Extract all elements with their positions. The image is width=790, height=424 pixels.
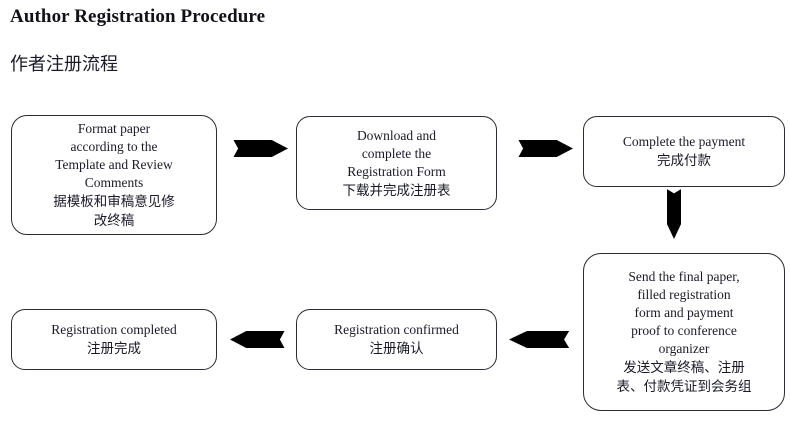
flow-node-registration-confirmed[interactable]: Registration confirmed 注册确认	[296, 309, 497, 370]
flow-node-text-en: Registration confirmed	[334, 322, 459, 337]
arrow-left-icon	[509, 331, 573, 348]
flow-node-text-en: Registration completed	[51, 322, 177, 337]
flow-node-text-zh: 注册确认	[369, 341, 424, 356]
arrow-right-icon	[515, 140, 573, 157]
flow-node-download-form[interactable]: Download and complete the Registration F…	[296, 116, 497, 210]
flow-node-text-en: Send the final paper, filled registratio…	[628, 269, 740, 356]
flow-node-text-zh: 注册完成	[87, 341, 141, 356]
flow-node-send-documents[interactable]: Send the final paper, filled registratio…	[583, 253, 785, 411]
arrow-down-icon	[667, 186, 681, 239]
flow-node-text-zh: 据模板和审稿意见修 改终稿	[53, 194, 175, 228]
flow-node-registration-completed[interactable]: Registration completed 注册完成	[11, 309, 217, 370]
flow-node-text-en: Format paper according to the Template a…	[55, 121, 173, 190]
arrow-left-icon	[230, 331, 288, 348]
page-title: Author Registration Procedure	[10, 6, 266, 27]
flow-node-text-en: Complete the payment	[622, 134, 746, 149]
flow-node-text-zh: 完成付款	[657, 153, 711, 168]
page-subtitle: 作者注册流程	[10, 54, 118, 74]
flow-node-text-en: Download and complete the Registration F…	[347, 127, 446, 179]
flow-node-format-paper[interactable]: Format paper according to the Template a…	[11, 115, 217, 235]
arrow-right-icon	[230, 140, 288, 157]
flow-node-text-zh: 发送文章终稿、注册 表、付款凭证到会务组	[616, 360, 752, 394]
flow-node-text-zh: 下载并完成注册表	[342, 182, 451, 198]
flow-node-complete-payment[interactable]: Complete the payment 完成付款	[583, 116, 785, 187]
